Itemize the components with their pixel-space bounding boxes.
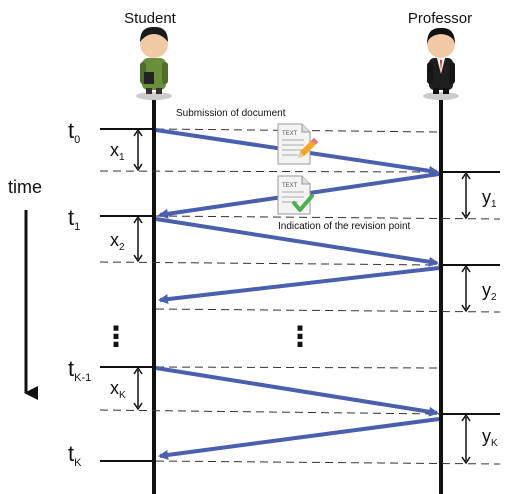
time-label-t1: t1 [68,205,80,233]
svg-text:TEXT: TEXT [282,183,298,189]
arrow-submit-K [155,366,439,417]
ellipsis-middle: ⋮ [286,321,314,352]
document-check-icon: TEXT [277,175,314,215]
arrow-revise-K [158,417,440,460]
professor-label: Professor [408,10,472,27]
arrow-revise-2 [158,266,440,305]
ellipsis-student: ⋮ [102,321,130,352]
document-pencil-icon: TEXT [277,123,319,165]
time-axis-label: time [8,177,42,197]
interval-label-y1: y1 [482,187,497,210]
time-label-t0: t0 [68,118,80,146]
interval-label-y2: y2 [482,280,497,303]
time-label-tK1: tK-1 [68,356,91,384]
submission-label: Submission of document [176,108,286,119]
svg-text:TEXT: TEXT [282,131,298,137]
message-arrows [155,128,440,460]
arrow-submit-2 [155,217,439,267]
interval-label-xK: xK [110,378,126,401]
event-ticks [100,128,500,462]
interval-label-x2: x2 [110,230,125,253]
dashed-lines [99,128,501,465]
student-label: Student [124,10,177,27]
professor-figure-icon [423,27,459,100]
interval-brackets [133,128,471,465]
interval-label-x1: x1 [110,140,125,163]
indication-label: Indication of the revision point [278,221,411,232]
student-figure-icon [136,26,172,100]
interval-label-yK: yK [482,426,498,449]
time-label-tK: tK [68,441,82,469]
